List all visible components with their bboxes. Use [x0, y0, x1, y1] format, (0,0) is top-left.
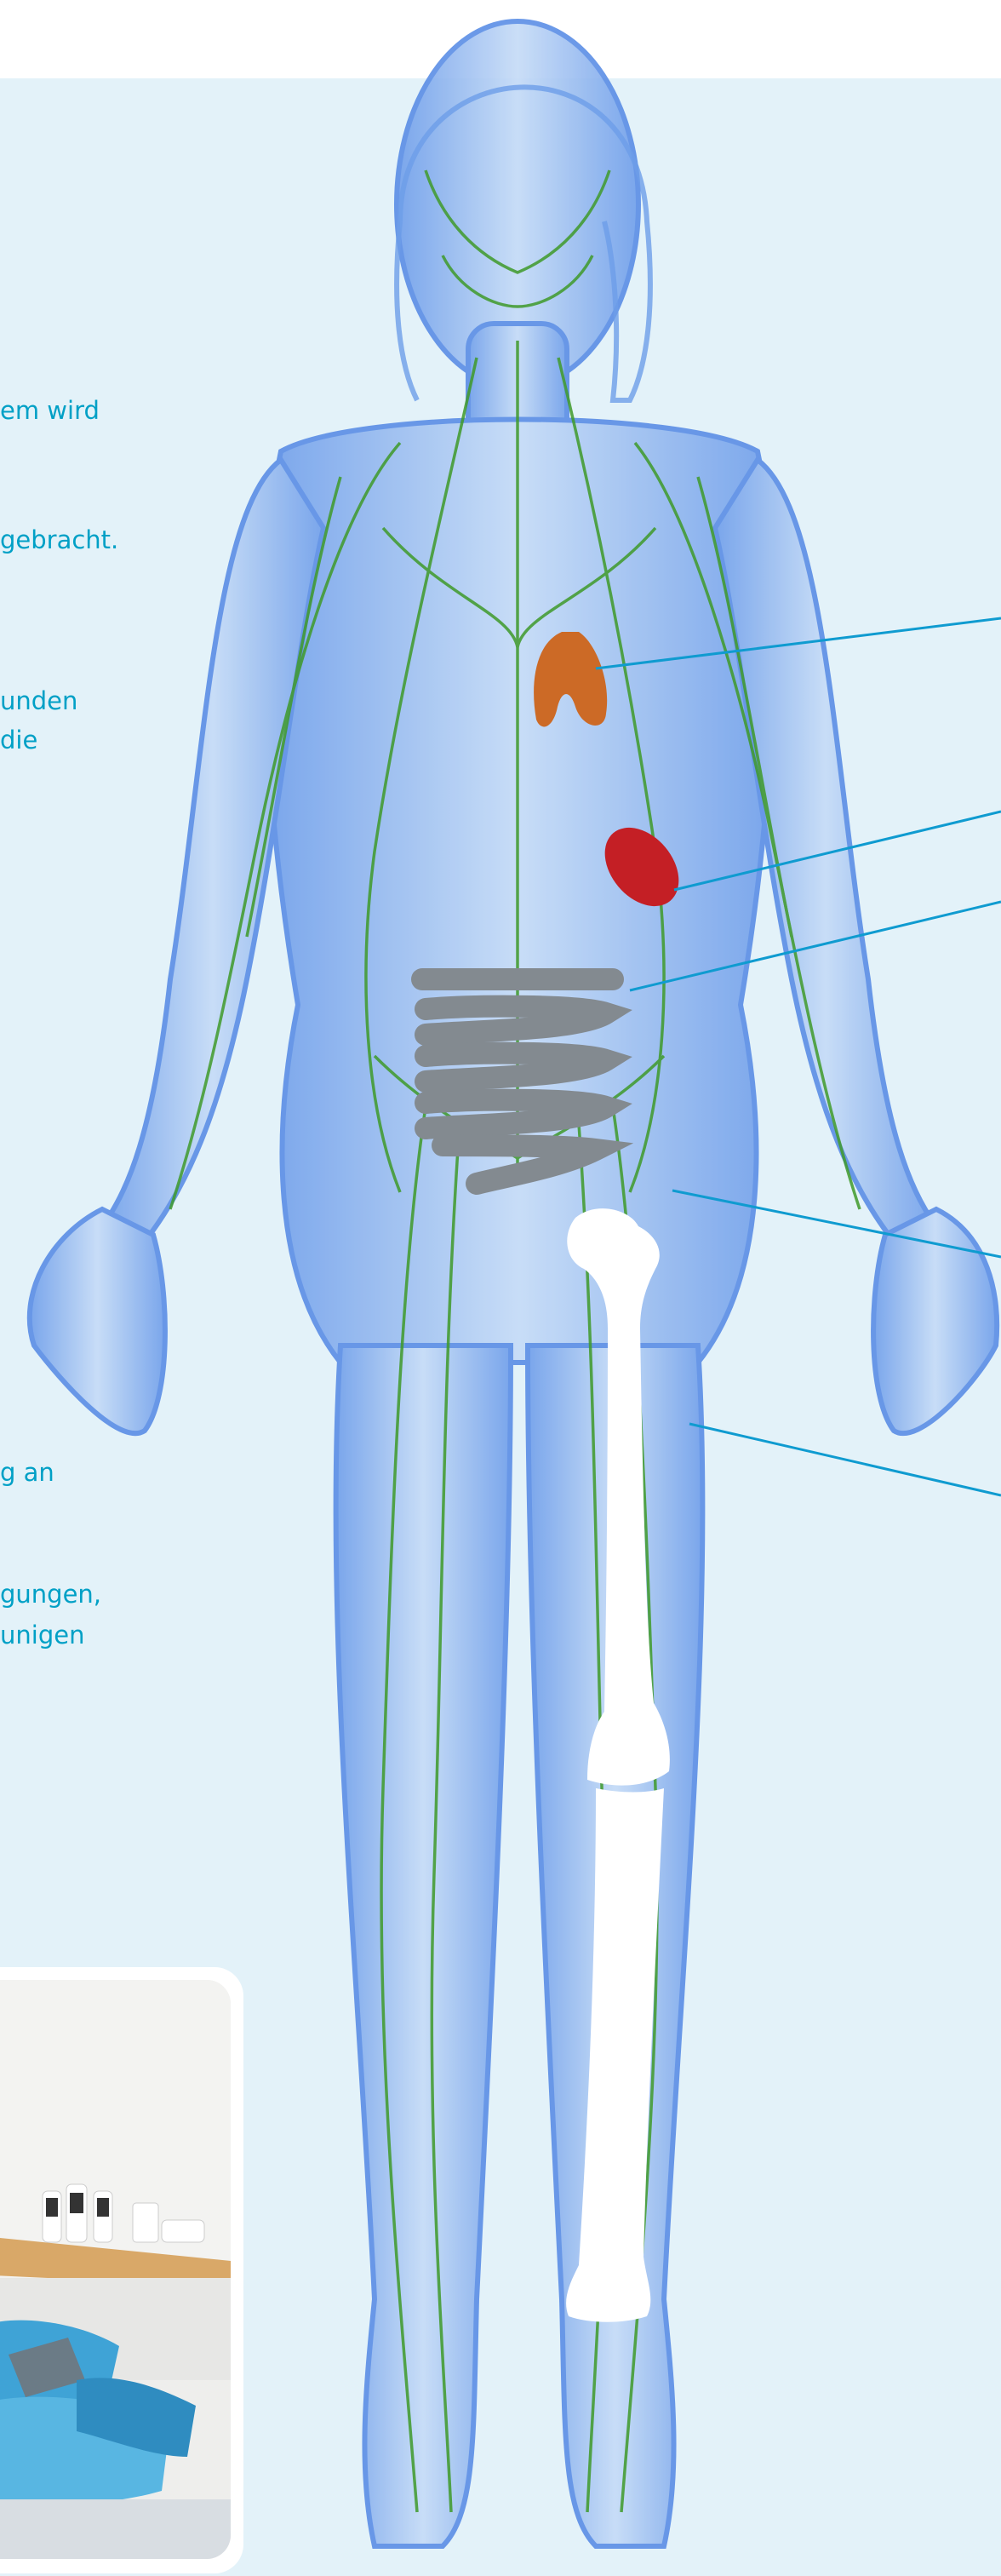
lymph-drainage-treatment-photo	[0, 1980, 231, 2559]
photo-card	[0, 1967, 243, 2573]
